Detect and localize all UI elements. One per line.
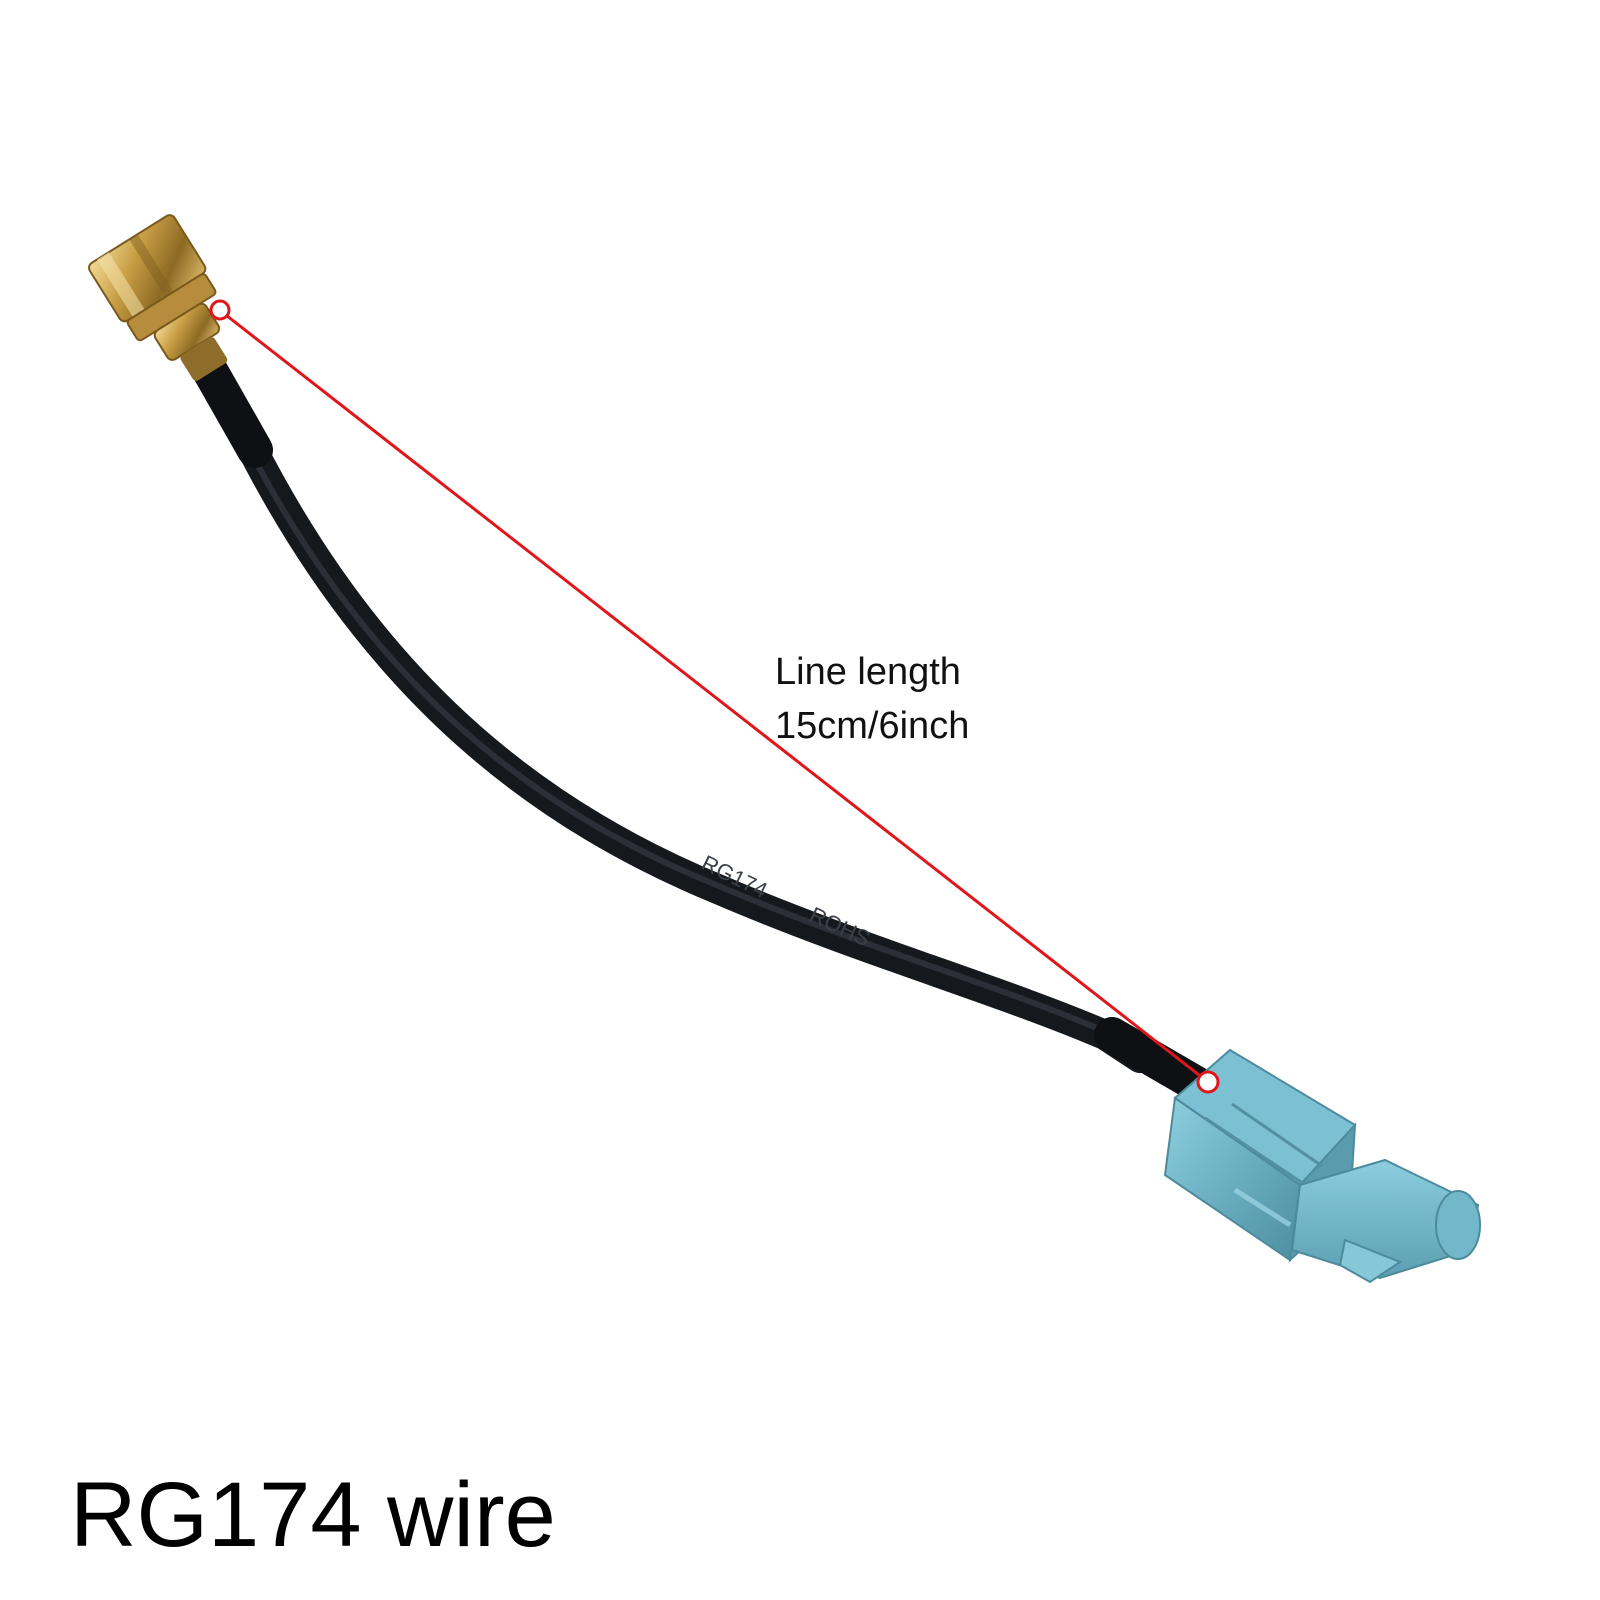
fakra-connector bbox=[1163, 1048, 1481, 1284]
coax-cable: RG174 ROHS bbox=[162, 300, 1216, 1103]
line-length-label: Line length 15cm/6inch bbox=[775, 645, 969, 753]
sma-connector bbox=[88, 214, 228, 381]
caption-title: RG174 wire bbox=[70, 1464, 556, 1566]
length-measure bbox=[209, 299, 1220, 1094]
measure-end-marker bbox=[1196, 1070, 1220, 1094]
measure-start-marker bbox=[209, 299, 231, 321]
line-length-title: Line length bbox=[775, 651, 961, 693]
line-length-value: 15cm/6inch bbox=[775, 705, 970, 747]
